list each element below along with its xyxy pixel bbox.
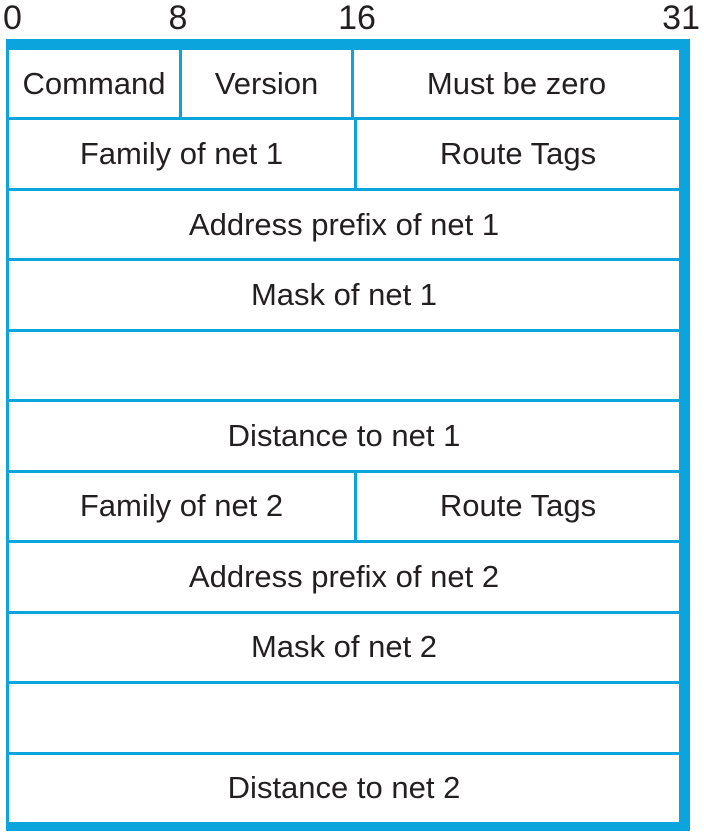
table-row: Mask of net 1 xyxy=(9,258,679,328)
table-row: Address prefix of net 2 xyxy=(9,540,679,610)
table-row: Distance to net 2 xyxy=(9,751,679,822)
field-address-prefix-of-net-2: Address prefix of net 2 xyxy=(188,558,500,594)
field-distance-to-net-2: Distance to net 2 xyxy=(227,770,461,806)
table-row: Family of net 2 Route Tags xyxy=(9,469,679,541)
bit-label-16: 16 xyxy=(338,0,376,37)
bit-label-0: 0 xyxy=(3,0,22,37)
empty-field-1 xyxy=(9,332,679,399)
field-route-tags-1: Route Tags xyxy=(354,120,679,188)
rip-packet-format-table: Command Version Must be zero Family of n… xyxy=(6,39,690,831)
table-row: Family of net 1 Route Tags xyxy=(9,117,679,188)
table-row xyxy=(9,328,679,399)
table-row xyxy=(9,681,679,751)
empty-field-2 xyxy=(9,684,679,751)
table-row: Command Version Must be zero xyxy=(9,50,679,118)
field-address-prefix-of-net-1: Address prefix of net 1 xyxy=(188,206,500,242)
field-mask-of-net-1: Mask of net 1 xyxy=(250,277,438,313)
bit-label-8: 8 xyxy=(168,0,188,37)
bit-label-31: 31 xyxy=(662,0,700,37)
table-row: Distance to net 1 xyxy=(9,399,679,469)
field-command: Command xyxy=(22,65,166,101)
bit-ruler: 0 8 16 31 xyxy=(0,0,704,38)
field-mask-of-net-2: Mask of net 2 xyxy=(250,629,438,665)
field-family-of-net-1: Family of net 1 xyxy=(79,136,284,172)
field-distance-to-net-1: Distance to net 1 xyxy=(227,417,461,453)
field-family-of-net-2: Family of net 2 xyxy=(79,488,284,524)
table-row: Mask of net 2 xyxy=(9,610,679,681)
field-version: Version xyxy=(179,50,351,118)
table-row: Address prefix of net 1 xyxy=(9,187,679,258)
field-route-tags-2: Route Tags xyxy=(354,472,679,541)
field-must-be-zero: Must be zero xyxy=(351,50,679,118)
